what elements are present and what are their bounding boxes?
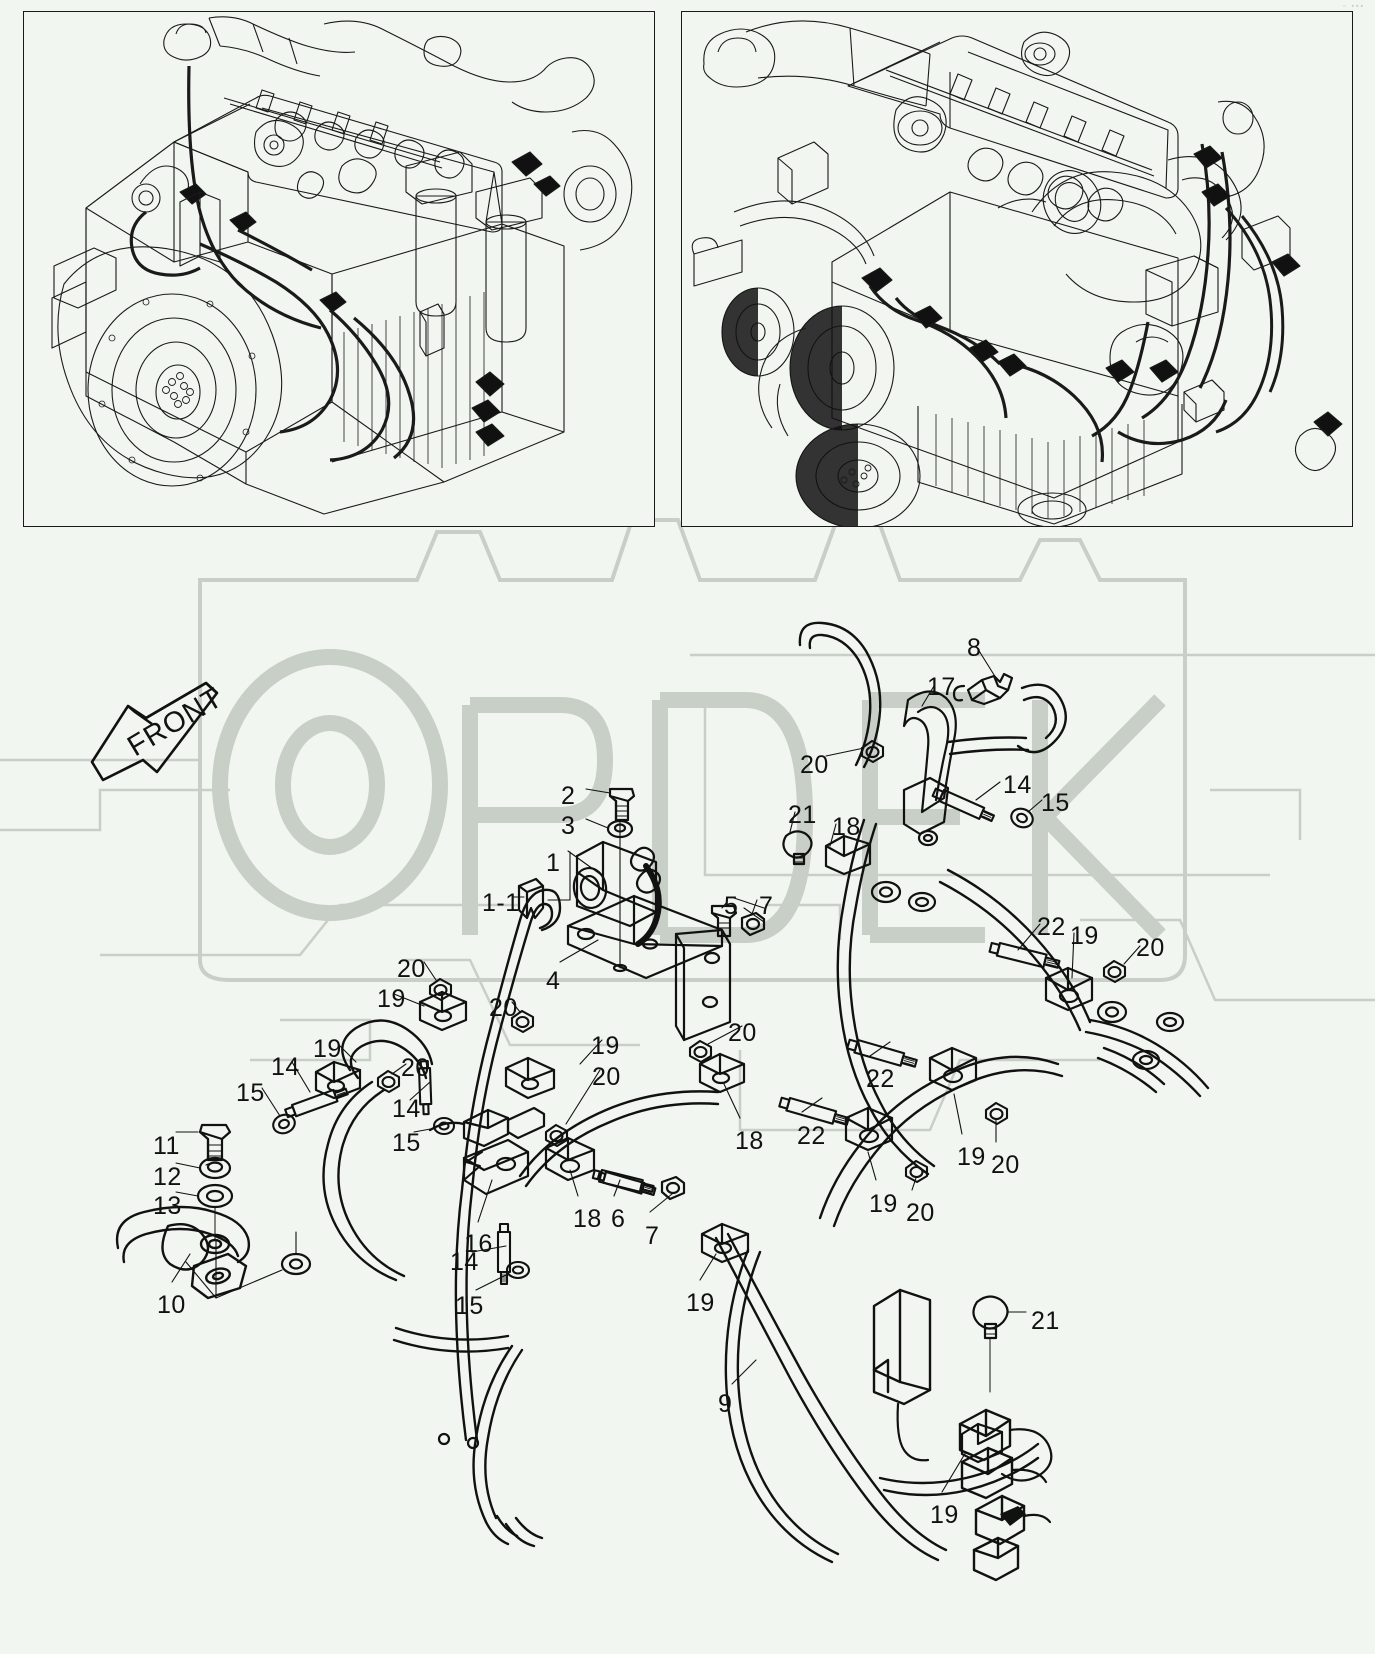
callout-19: 19: [869, 1190, 898, 1218]
callout-19: 19: [957, 1143, 986, 1171]
callout-7: 7: [759, 892, 774, 920]
callout-5: 5: [724, 892, 739, 920]
callout-20: 20: [401, 1054, 430, 1082]
callout-13: 13: [153, 1192, 182, 1220]
callout-17: 17: [927, 673, 956, 701]
callout-15: 15: [455, 1292, 484, 1320]
svg-text:FRONT: FRONT: [122, 682, 228, 763]
callout-10: 10: [157, 1291, 186, 1319]
callout-19: 19: [930, 1501, 959, 1529]
callout-11: 11: [153, 1132, 180, 1160]
callout-22: 22: [1037, 913, 1066, 941]
callout-6: 6: [611, 1205, 626, 1233]
callout-22: 22: [797, 1122, 826, 1150]
callout-15: 15: [1041, 789, 1070, 817]
engine-photo-right: [681, 11, 1353, 527]
callout-16: 16: [464, 1230, 493, 1258]
callout-12: 12: [153, 1163, 182, 1191]
callout-20: 20: [800, 751, 829, 779]
callout-20: 20: [489, 994, 518, 1022]
callout-9: 9: [718, 1390, 733, 1418]
callout-3: 3: [561, 812, 576, 840]
callout-4: 4: [546, 967, 561, 995]
corner-mark: ▫ ▪▪▪: [1343, 3, 1365, 10]
callout-19: 19: [313, 1035, 342, 1063]
callout-21: 21: [788, 801, 817, 829]
callout-14: 14: [392, 1095, 421, 1123]
callout-15: 15: [236, 1079, 265, 1107]
callout-19: 19: [591, 1032, 620, 1060]
callout-18: 18: [832, 813, 861, 841]
callout-22: 22: [866, 1065, 895, 1093]
callout-20: 20: [592, 1063, 621, 1091]
callout-20: 20: [728, 1019, 757, 1047]
callout-19: 19: [377, 985, 406, 1013]
callout-1-1: 1-1: [482, 889, 520, 917]
callout-14: 14: [1003, 771, 1032, 799]
callout-19: 19: [1070, 922, 1099, 950]
callout-20: 20: [397, 955, 426, 983]
callout-14: 14: [450, 1248, 479, 1276]
callout-15: 15: [392, 1129, 421, 1157]
callout-1: 1: [546, 849, 561, 877]
callout-14: 14: [271, 1053, 300, 1081]
callout-18: 18: [735, 1127, 764, 1155]
callout-7: 7: [645, 1222, 660, 1250]
callout-19: 19: [686, 1289, 715, 1317]
callout-8: 8: [967, 634, 982, 662]
callout-21: 21: [1031, 1307, 1060, 1335]
callout-20: 20: [1136, 934, 1165, 962]
callout-20: 20: [991, 1151, 1020, 1179]
callout-2: 2: [561, 782, 576, 810]
callout-18: 18: [573, 1205, 602, 1233]
engine-photo-left: [23, 11, 655, 527]
callout-20: 20: [906, 1199, 935, 1227]
